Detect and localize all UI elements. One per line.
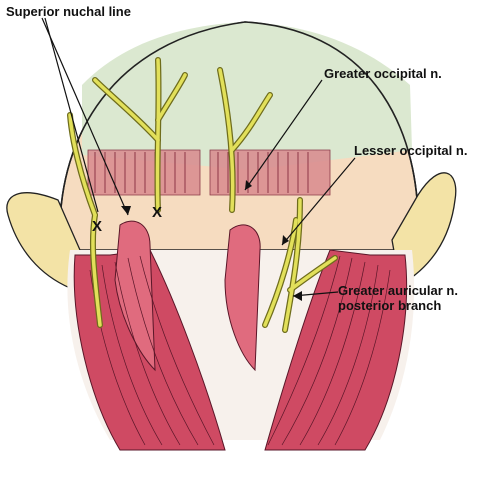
label-greater-auricular-1: Greater auricular n. (338, 283, 458, 298)
label-superior-nuchal-line: Superior nuchal line (6, 4, 131, 19)
right-trapezius (264, 249, 408, 451)
label-lesser-occipital: Lesser occipital n. (354, 143, 468, 158)
nerves (67, 57, 338, 333)
scalp-green-area (82, 22, 412, 170)
right-splenius (224, 224, 261, 372)
occipital-bands (87, 149, 331, 196)
label-greater-occipital: Greater occipital n. (324, 66, 442, 81)
x-mark-center: X (152, 204, 163, 221)
label-greater-auricular-2: posterior branch (338, 298, 442, 313)
pointer-lines (41, 17, 356, 297)
muscle-fibers (89, 255, 391, 446)
arrowheads (121, 180, 302, 301)
x-mark-left: X (92, 218, 103, 235)
left-ear (6, 192, 81, 289)
left-splenius (114, 220, 156, 372)
